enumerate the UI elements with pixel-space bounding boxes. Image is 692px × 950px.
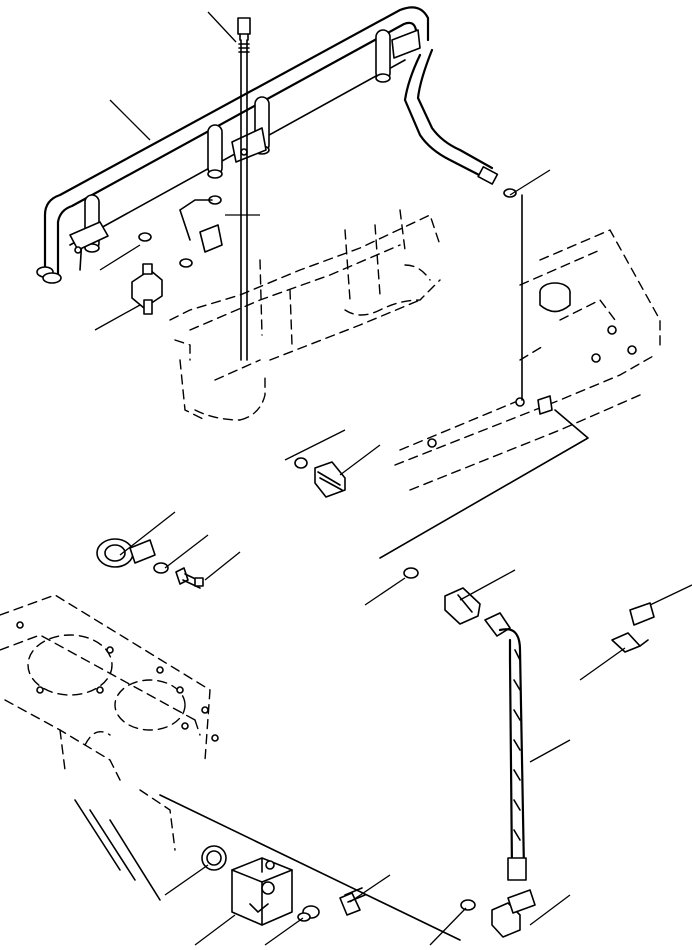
leader-lines bbox=[94, 11, 692, 946]
pipe-clamp bbox=[96, 538, 169, 574]
fuel-return-line bbox=[403, 48, 517, 198]
injector-stub bbox=[207, 124, 223, 179]
elbow-fitting bbox=[460, 889, 536, 938]
flange-block bbox=[231, 857, 293, 926]
washer bbox=[297, 905, 320, 922]
high-pressure-hose bbox=[403, 567, 527, 881]
cylinder-block-outline bbox=[394, 229, 661, 491]
cylinder-head-outline bbox=[169, 209, 441, 421]
bolt bbox=[175, 567, 204, 589]
connector-fitting bbox=[294, 457, 346, 498]
fuel-rail-assembly bbox=[36, 6, 430, 284]
pressure-sensor bbox=[131, 232, 163, 315]
banjo-fitting bbox=[179, 195, 223, 268]
injector-stub bbox=[375, 29, 391, 83]
gasket-ring bbox=[201, 845, 227, 871]
engine-block-outline bbox=[0, 594, 461, 941]
long-bolt bbox=[237, 17, 251, 361]
hose-clip bbox=[611, 602, 655, 653]
